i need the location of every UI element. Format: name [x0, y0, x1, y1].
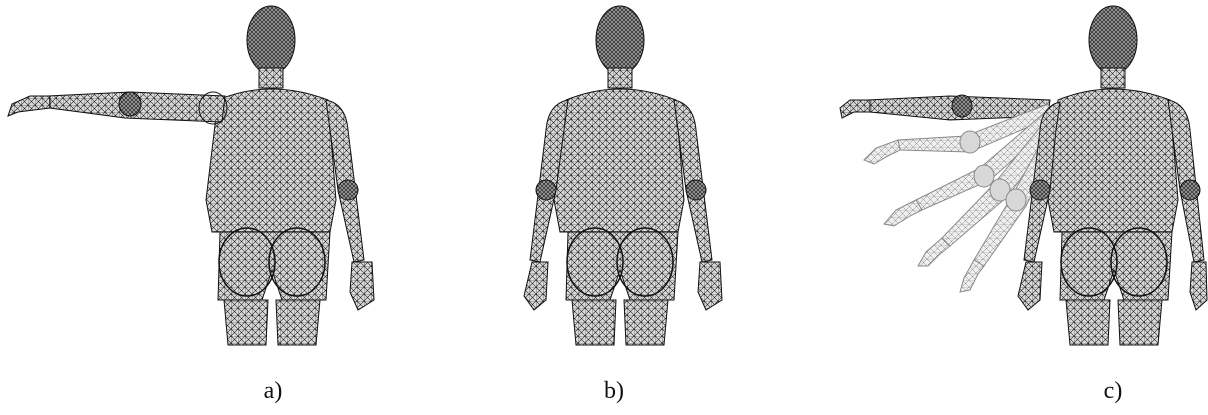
thigh-left [1066, 300, 1110, 345]
hand-pose-1 [840, 100, 870, 118]
elbow-left [536, 180, 556, 200]
torso [1048, 89, 1178, 232]
caption-c: c) [1083, 378, 1143, 405]
elbow-pose-1 [952, 95, 972, 117]
elbow-left [1030, 180, 1050, 200]
elbow-pose-5 [1006, 189, 1026, 211]
body-c [1018, 6, 1207, 345]
hand-left [8, 96, 50, 116]
caption-a: a) [243, 378, 303, 405]
hand-right [1190, 262, 1207, 310]
elbow-left [119, 92, 141, 116]
neck [259, 68, 283, 88]
elbow-right [338, 180, 358, 200]
neck [608, 68, 632, 88]
hand-right [350, 262, 374, 310]
panel-b: b) [400, 0, 780, 415]
hand-pose-5 [960, 260, 984, 292]
mannequin-a [0, 0, 400, 370]
body-b [524, 6, 722, 345]
thigh-right [276, 300, 320, 345]
head [1089, 6, 1137, 74]
head [596, 6, 644, 74]
elbow-pose-2 [960, 131, 980, 153]
thigh-left [572, 300, 616, 345]
hand-pose-4 [918, 238, 950, 266]
neck [1101, 68, 1125, 88]
hand-left [1018, 262, 1042, 310]
head [247, 6, 295, 74]
mannequin-b [400, 0, 780, 370]
hand-pose-2 [864, 140, 900, 164]
body-a [8, 6, 374, 345]
elbow-pose-3 [974, 165, 994, 187]
panel-c: c) [780, 0, 1208, 415]
thigh-right [1118, 300, 1162, 345]
elbow-right [686, 180, 706, 200]
hand-pose-3 [884, 200, 922, 226]
panel-a: a) [0, 0, 400, 415]
thigh-left [224, 300, 268, 345]
torso [206, 89, 336, 232]
elbow-right [1180, 180, 1200, 200]
hand-right [698, 262, 722, 310]
thigh-right [624, 300, 668, 345]
caption-b: b) [584, 378, 644, 405]
torso [554, 89, 684, 232]
mannequin-c [780, 0, 1208, 370]
hand-left [524, 262, 548, 310]
